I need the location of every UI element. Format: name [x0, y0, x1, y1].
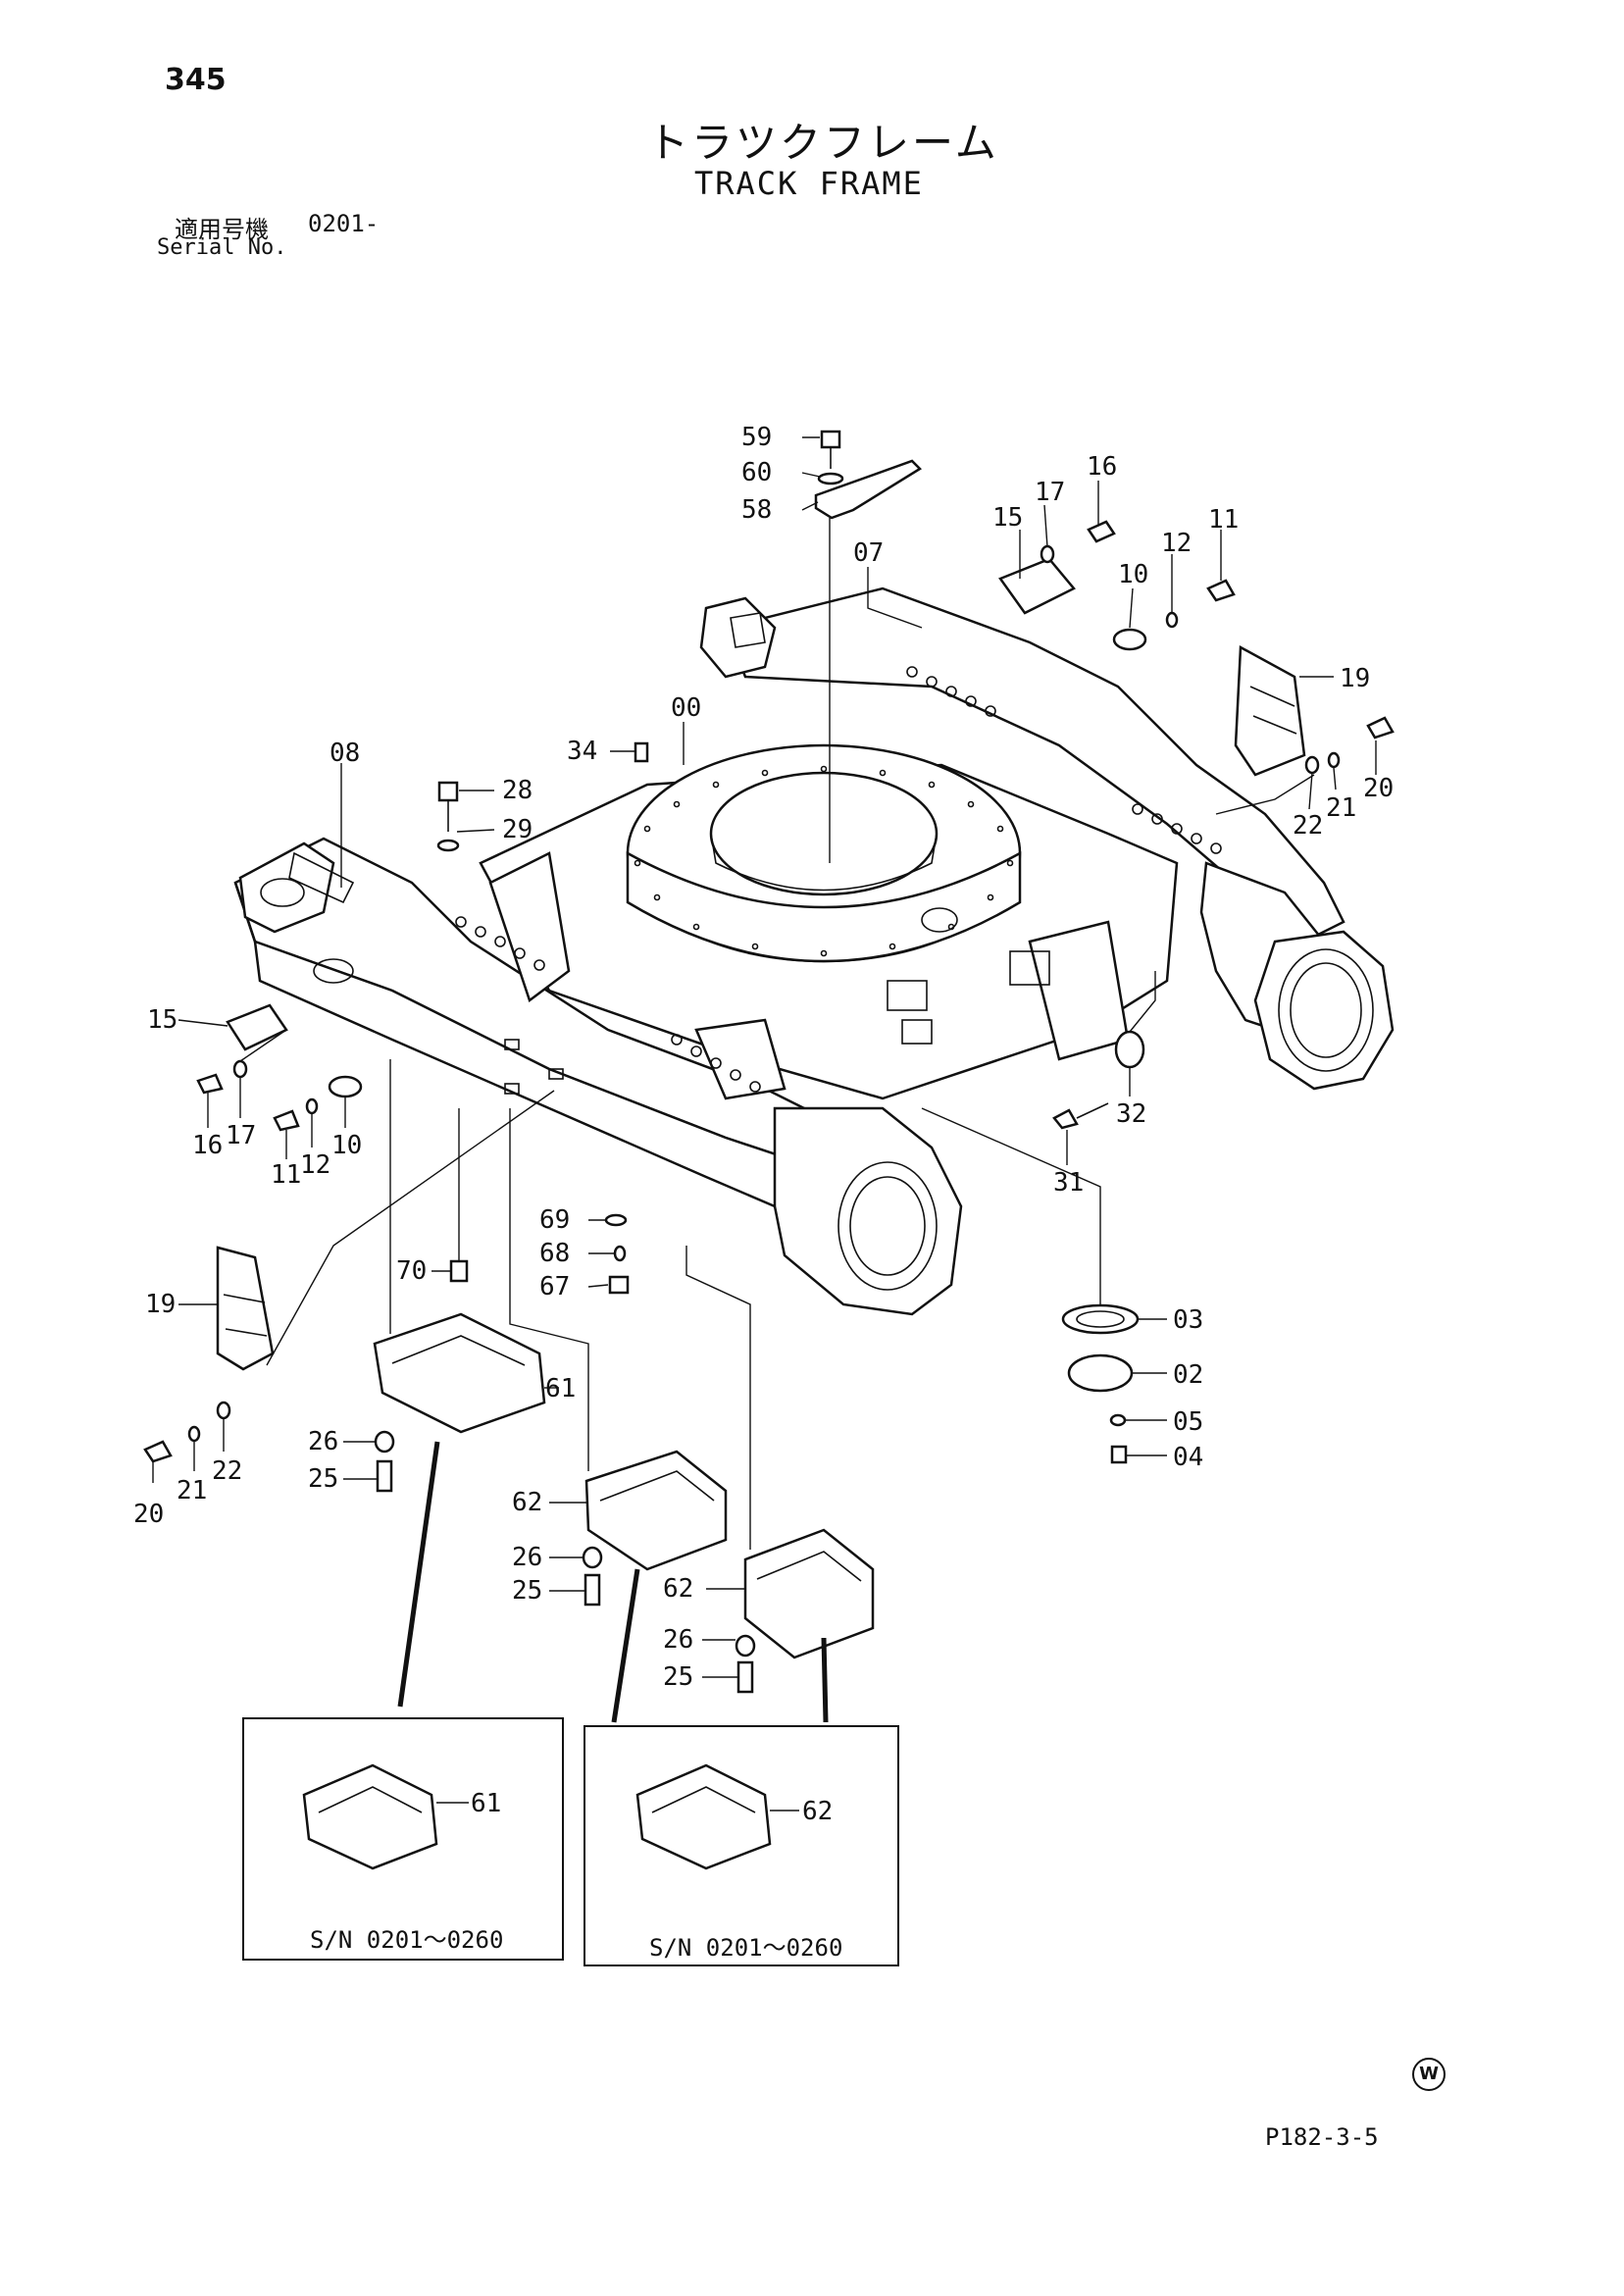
- callout-58: 58: [741, 495, 772, 525]
- serial-value: 0201-: [308, 210, 380, 237]
- callout-21-upper: 21: [1326, 793, 1356, 823]
- callout-62-a: 62: [512, 1488, 542, 1517]
- serial-label-english: Serial No.: [157, 235, 287, 260]
- callout-04: 04: [1173, 1443, 1203, 1472]
- callout-26-a: 26: [308, 1427, 338, 1456]
- callout-70: 70: [396, 1256, 427, 1286]
- callout-25-b: 25: [512, 1576, 542, 1606]
- callout-16-lower: 16: [192, 1131, 223, 1160]
- callout-67: 67: [539, 1272, 570, 1301]
- inset-box-left: 61 S/N 0201～0260: [242, 1717, 564, 1961]
- callout-60: 60: [741, 458, 772, 487]
- callout-25-a: 25: [308, 1464, 338, 1494]
- callout-19-lower: 19: [145, 1290, 176, 1319]
- callout-17-lower: 17: [226, 1121, 256, 1150]
- callout-59: 59: [741, 423, 772, 452]
- callout-16-upper: 16: [1087, 452, 1117, 482]
- callout-62-b: 62: [663, 1574, 693, 1604]
- callout-21-lower: 21: [177, 1476, 207, 1505]
- callout-11-upper: 11: [1208, 505, 1239, 535]
- callout-20-lower: 20: [133, 1500, 164, 1529]
- callout-12-upper: 12: [1161, 529, 1192, 558]
- callout-15-lower: 15: [147, 1005, 178, 1035]
- callout-02: 02: [1173, 1360, 1203, 1390]
- page-number: 345: [165, 63, 227, 97]
- callout-31: 31: [1053, 1168, 1084, 1198]
- callout-61: 61: [545, 1374, 576, 1403]
- page-title-japanese: トラツクフレーム: [647, 119, 999, 167]
- callout-08: 08: [330, 739, 360, 768]
- callout-62-inset: 62: [802, 1797, 833, 1826]
- callout-17-upper: 17: [1035, 478, 1065, 507]
- inset-caption-right: S/N 0201～0260: [649, 1934, 842, 1962]
- callout-03: 03: [1173, 1305, 1203, 1335]
- callout-07: 07: [853, 538, 884, 568]
- callout-20-upper: 20: [1363, 774, 1394, 803]
- callout-61-inset: 61: [471, 1789, 501, 1818]
- inset-pointers: [397, 1441, 829, 1723]
- page-title-english: TRACK FRAME: [694, 165, 924, 202]
- callout-12-lower: 12: [300, 1150, 330, 1180]
- callout-labels: 59 60 58 07 15 17 16 10 12 11 19 20 21 2…: [133, 423, 1394, 1692]
- callout-10-lower: 10: [331, 1131, 362, 1160]
- drawing-code: P182-3-5: [1265, 2123, 1379, 2151]
- callout-25-c: 25: [663, 1662, 693, 1692]
- callout-10-upper: 10: [1118, 560, 1148, 589]
- callout-28: 28: [502, 776, 533, 805]
- callout-15-upper: 15: [992, 503, 1023, 533]
- callout-34: 34: [567, 737, 597, 766]
- serial-label-japanese: 適用号機: [175, 216, 269, 243]
- callout-22-lower: 22: [212, 1456, 242, 1486]
- inset-caption-left: S/N 0201～0260: [310, 1926, 503, 1954]
- callout-05: 05: [1173, 1407, 1203, 1437]
- callout-19-upper: 19: [1340, 664, 1370, 693]
- track-frame-assembly: [233, 587, 1395, 1316]
- inset-box-right: 62 S/N 0201～0260: [584, 1725, 899, 1966]
- callout-00: 00: [671, 693, 701, 723]
- callout-68: 68: [539, 1239, 570, 1268]
- callout-26-b: 26: [512, 1543, 542, 1572]
- callout-26-c: 26: [663, 1625, 693, 1655]
- w-circle-mark: W: [1412, 2058, 1446, 2091]
- callout-69: 69: [539, 1205, 570, 1235]
- callout-29: 29: [502, 815, 533, 844]
- callout-32: 32: [1116, 1099, 1146, 1129]
- callout-22-upper: 22: [1293, 811, 1323, 841]
- leader-lines: [152, 436, 1377, 1678]
- callout-11-lower: 11: [271, 1160, 301, 1190]
